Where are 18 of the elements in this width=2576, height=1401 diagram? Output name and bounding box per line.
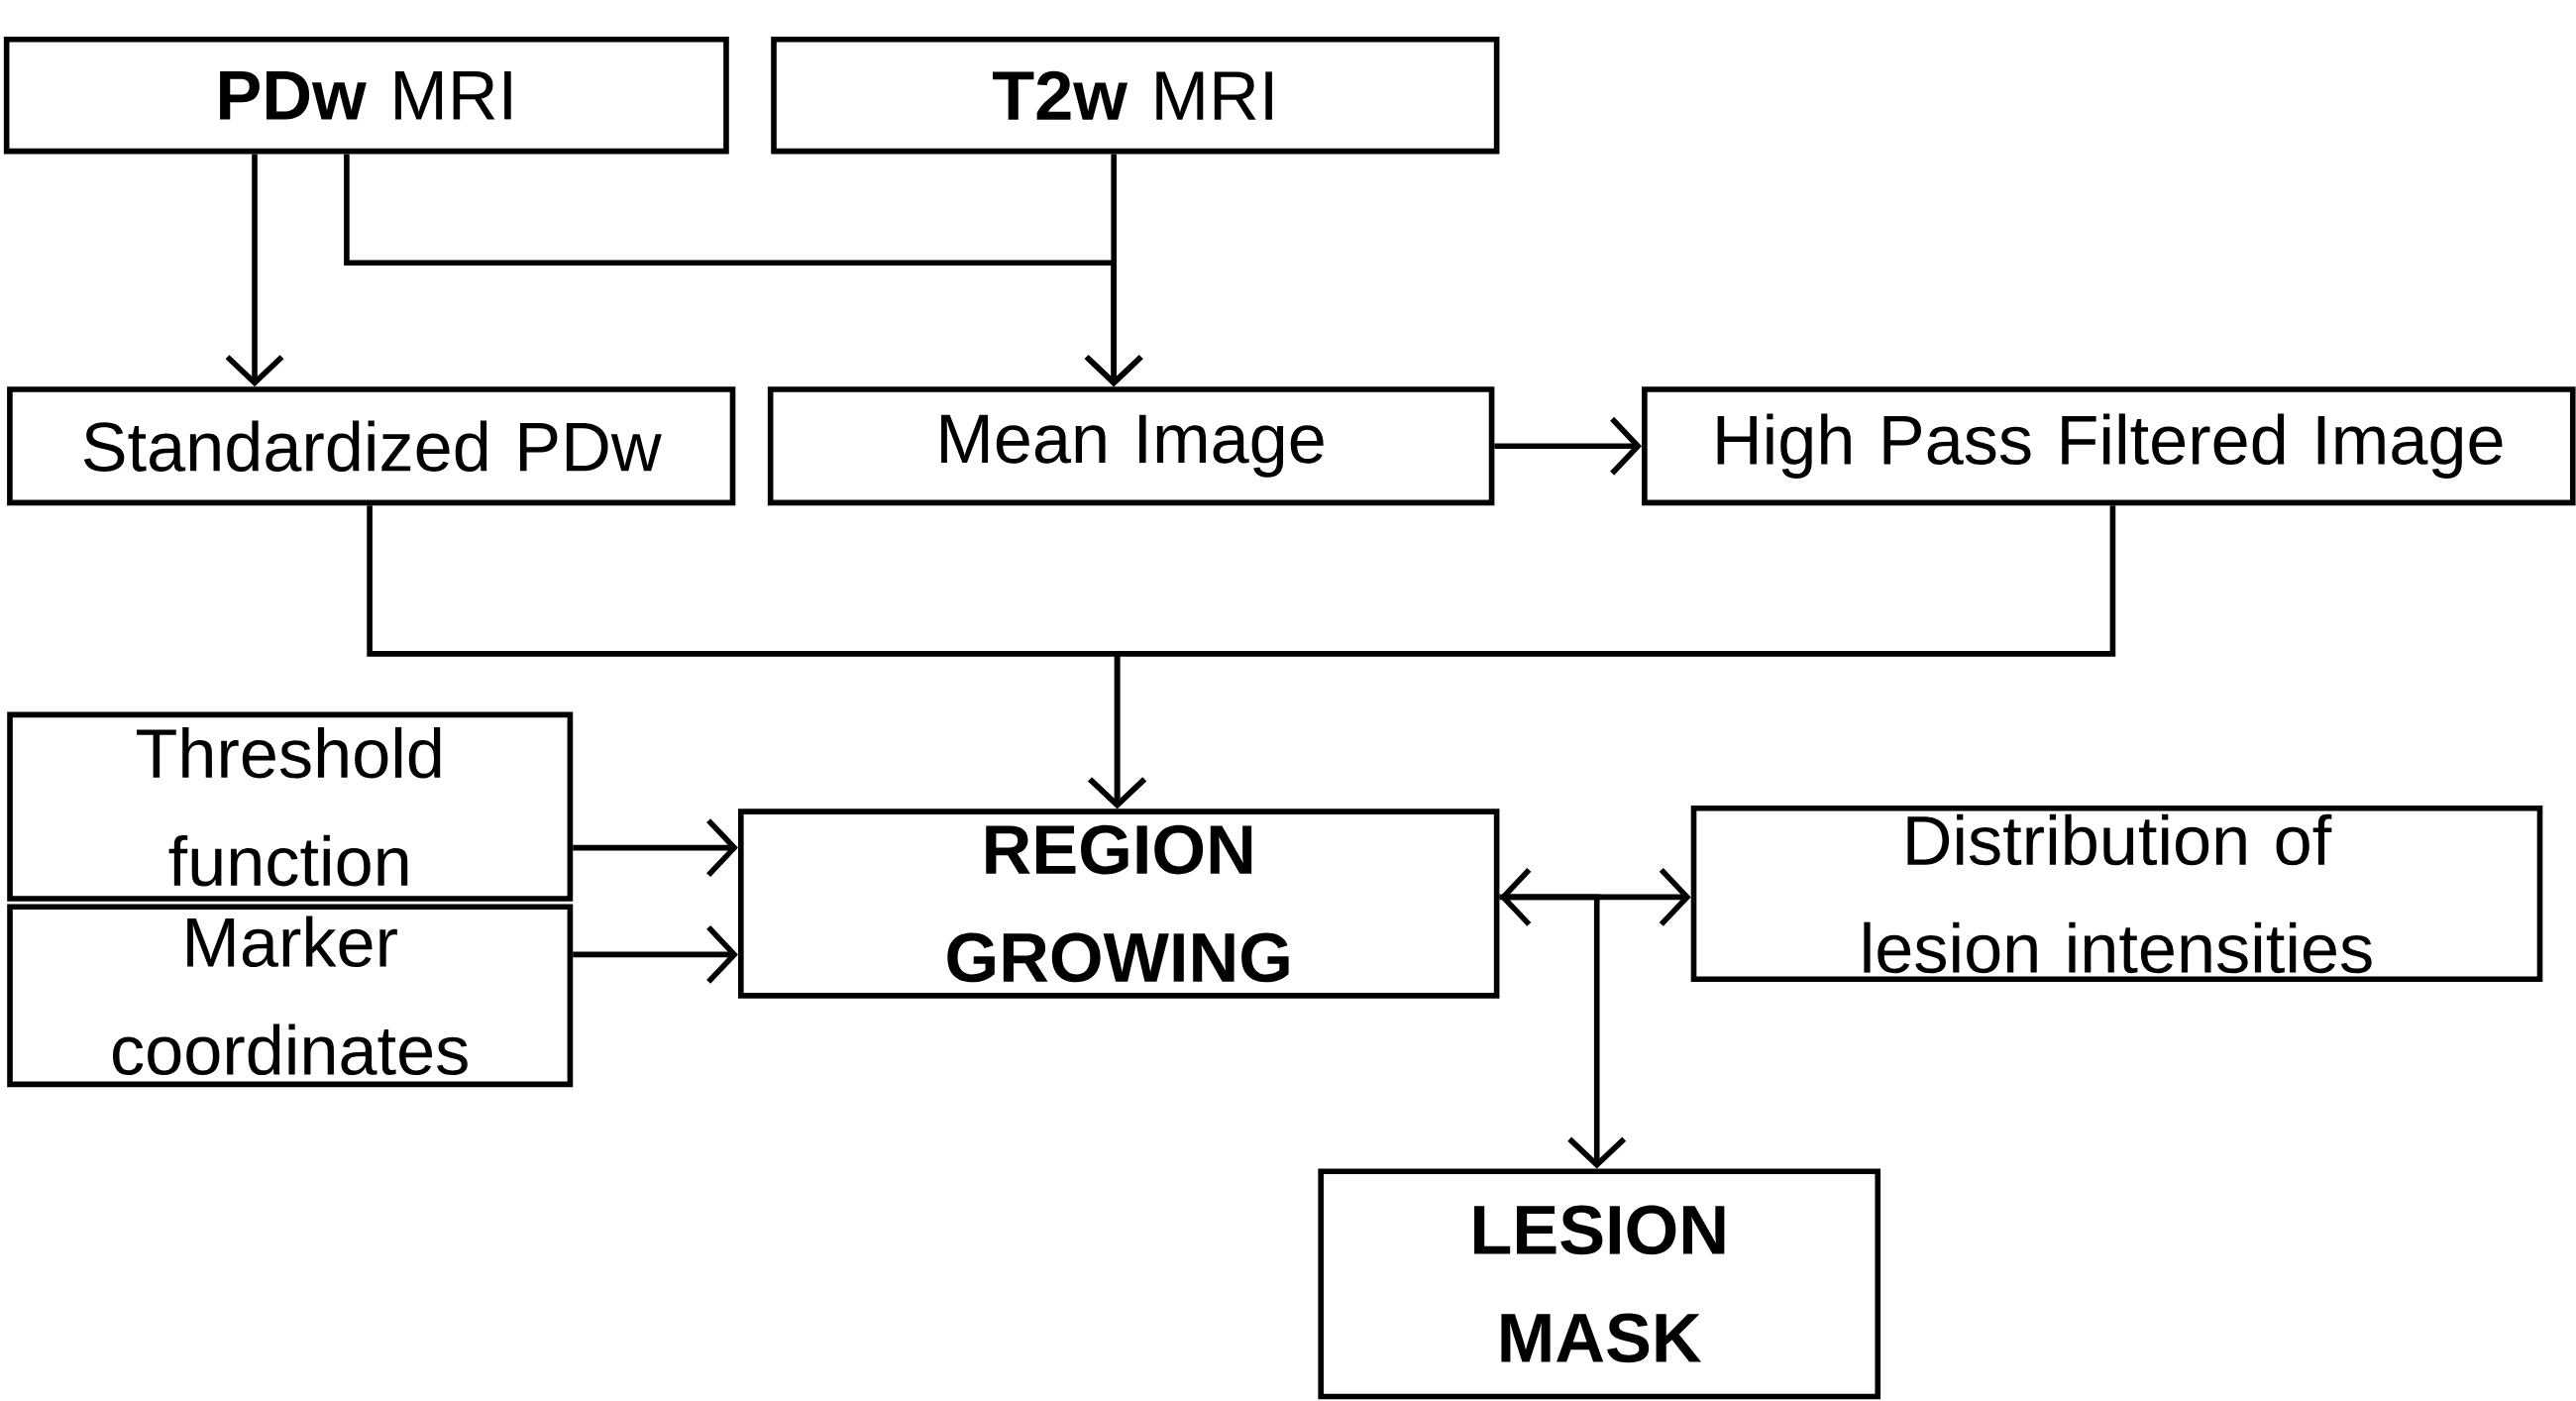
process-box: Threshold function	[7, 711, 574, 902]
arrow	[1499, 894, 1627, 1169]
process-box: Marker coordinates	[7, 904, 574, 1088]
arrow	[1084, 154, 1143, 387]
process-box: Distribution of lesion intensities	[1690, 806, 2543, 982]
arrow	[1494, 416, 1643, 476]
process-box: High Pass Filtered Image	[1642, 386, 2576, 506]
arrow	[225, 154, 284, 387]
process-box: Mean Image	[767, 386, 1495, 506]
process-box: Standardized PDw	[7, 386, 736, 506]
arrow	[1088, 505, 2116, 809]
process-box: T2w MRI	[771, 37, 1500, 155]
process-box: LESION MASK	[1318, 1168, 1881, 1400]
arrow	[1499, 867, 1691, 926]
arrow	[573, 924, 738, 984]
process-box: PDw MRI	[3, 37, 729, 155]
process-box: REGION GROWING	[738, 808, 1500, 999]
arrow	[573, 818, 738, 878]
